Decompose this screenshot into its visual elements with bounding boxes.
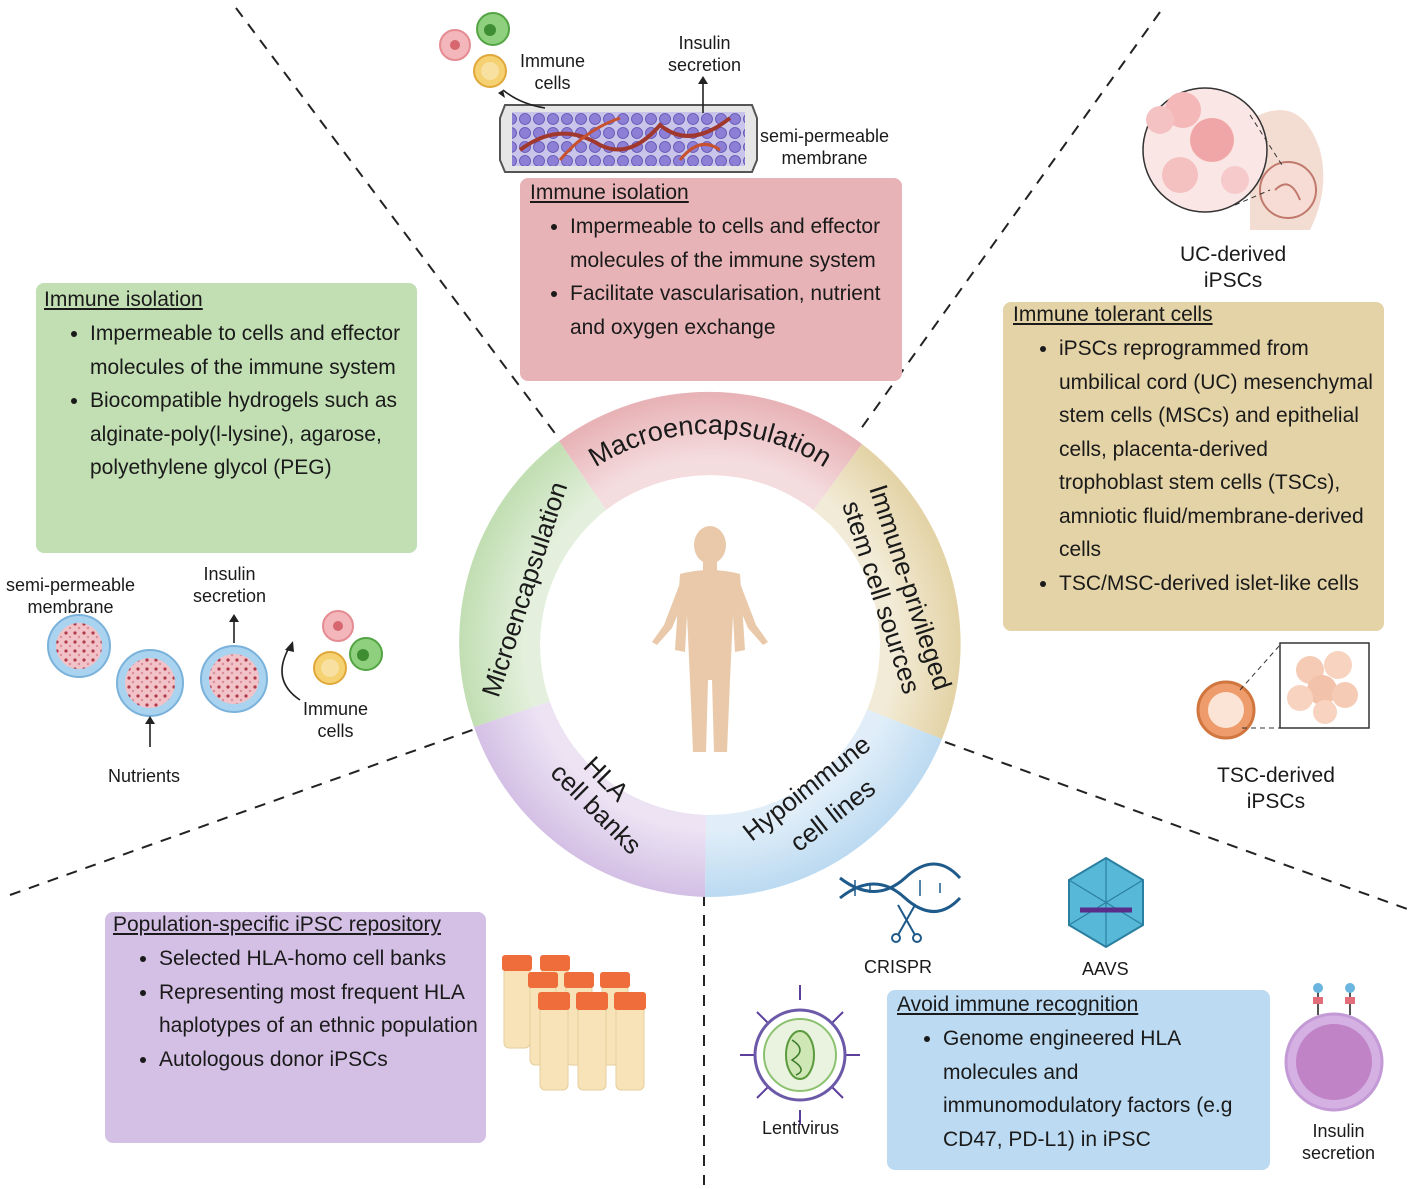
crispr-dna-icon bbox=[839, 862, 962, 943]
hla-box-item: Autologous donor iPSCs bbox=[159, 1043, 478, 1077]
dashed-separators bbox=[9, 7, 1411, 1185]
vials-icon bbox=[502, 955, 646, 1091]
micro-box-item: Biocompatible hydrogels such as alginate… bbox=[90, 384, 409, 485]
micro-arrow-immune bbox=[281, 645, 301, 701]
human-figure-icon bbox=[652, 526, 768, 752]
population-specific-repository-box: Population-specific iPSC repository Sele… bbox=[105, 912, 486, 1143]
aavs-capsid-icon bbox=[1068, 856, 1144, 949]
macro-box-item: Facilitate vascularisation, nutrient and… bbox=[570, 277, 892, 344]
micro-nutrients-label: Nutrients bbox=[108, 766, 181, 786]
tolerant-box-title: Immune tolerant cells bbox=[1013, 303, 1213, 326]
micro-immune-cells-icon bbox=[313, 610, 383, 685]
hypoimmune-cell-icon bbox=[1284, 983, 1384, 1112]
macro-box-item: Impermeable to cells and effector molecu… bbox=[570, 210, 892, 277]
lentivirus-icon bbox=[740, 985, 860, 1125]
macro-immune-isolation-box: Immune isolation Impermeable to cells an… bbox=[520, 178, 902, 381]
micro-box-item: Impermeable to cells and effector molecu… bbox=[90, 317, 409, 384]
crispr-label: CRISPR bbox=[864, 957, 933, 977]
immune-tolerant-cells-box: Immune tolerant cells iPSCs reprogrammed… bbox=[1003, 302, 1384, 631]
micro-immune-isolation-box: Immune isolation Impermeable to cells an… bbox=[36, 283, 417, 553]
tolerant-box-item: iPSCs reprogrammed from umbilical cord (… bbox=[1059, 332, 1374, 567]
tolerant-box-item: TSC/MSC-derived islet-like cells bbox=[1059, 567, 1374, 601]
separator-right bbox=[944, 741, 1411, 911]
micro-capsules-icon bbox=[47, 614, 268, 717]
macro-device-icon bbox=[499, 104, 758, 173]
macro-box-title: Immune isolation bbox=[530, 181, 689, 204]
hla-box-title: Population-specific iPSC repository bbox=[113, 913, 441, 936]
micro-box-title: Immune isolation bbox=[44, 288, 203, 311]
macro-arrow-immune bbox=[502, 89, 546, 109]
lentivirus-label: Lentivirus bbox=[762, 1118, 840, 1138]
hla-box-item: Representing most frequent HLA haplotype… bbox=[159, 976, 478, 1043]
hypo-box-title: Avoid immune recognition bbox=[897, 993, 1139, 1016]
separator-left bbox=[9, 727, 479, 896]
separator-top-right bbox=[859, 11, 1161, 431]
tsc-derived-illustration-icon bbox=[1196, 642, 1370, 740]
aavs-label: AAVS bbox=[1082, 959, 1129, 979]
hla-box-item: Selected HLA-homo cell banks bbox=[159, 942, 478, 976]
hypo-box-item: Genome engineered HLA molecules and immu… bbox=[943, 1022, 1260, 1156]
macro-immune-cells-icon bbox=[439, 12, 510, 88]
uc-derived-illustration-icon bbox=[1142, 87, 1324, 230]
separator-top-left bbox=[235, 7, 561, 441]
avoid-immune-recognition-box: Avoid immune recognition Genome engineer… bbox=[887, 990, 1270, 1170]
